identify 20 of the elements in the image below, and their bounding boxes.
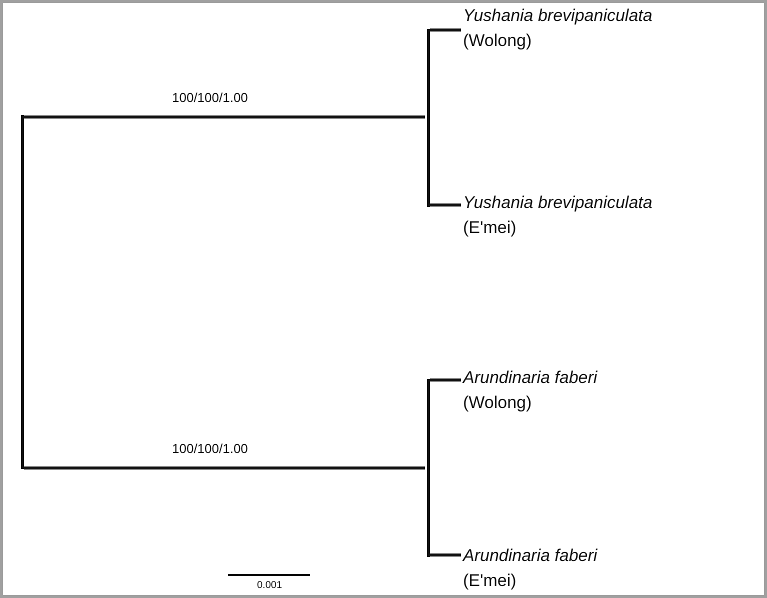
- tree-branch: [430, 204, 461, 206]
- tree-branch: [430, 28, 461, 32]
- tree-branch: [24, 466, 425, 470]
- species-name: Yushania brevipaniculata: [463, 192, 652, 214]
- tree-branch: [430, 378, 461, 382]
- tree-branch: [430, 554, 461, 556]
- tree-branch: [427, 379, 430, 557]
- tree-branch: [427, 29, 430, 207]
- species-name: Yushania brevipaniculata: [463, 5, 652, 27]
- tree-branch: [21, 115, 24, 469]
- locality-label: (E'mei): [463, 217, 516, 239]
- support-value: 100/100/1.00: [170, 441, 250, 456]
- species-name: Arundinaria faberi: [463, 545, 598, 567]
- support-value: 100/100/1.00: [170, 90, 250, 105]
- locality-label: (E'mei): [463, 570, 516, 592]
- scale-label: 0.001: [255, 580, 284, 591]
- tree-branch: [24, 116, 425, 118]
- locality-label: (Wolong): [463, 30, 532, 52]
- species-name: Arundinaria faberi: [463, 367, 598, 389]
- locality-label: (Wolong): [463, 392, 532, 414]
